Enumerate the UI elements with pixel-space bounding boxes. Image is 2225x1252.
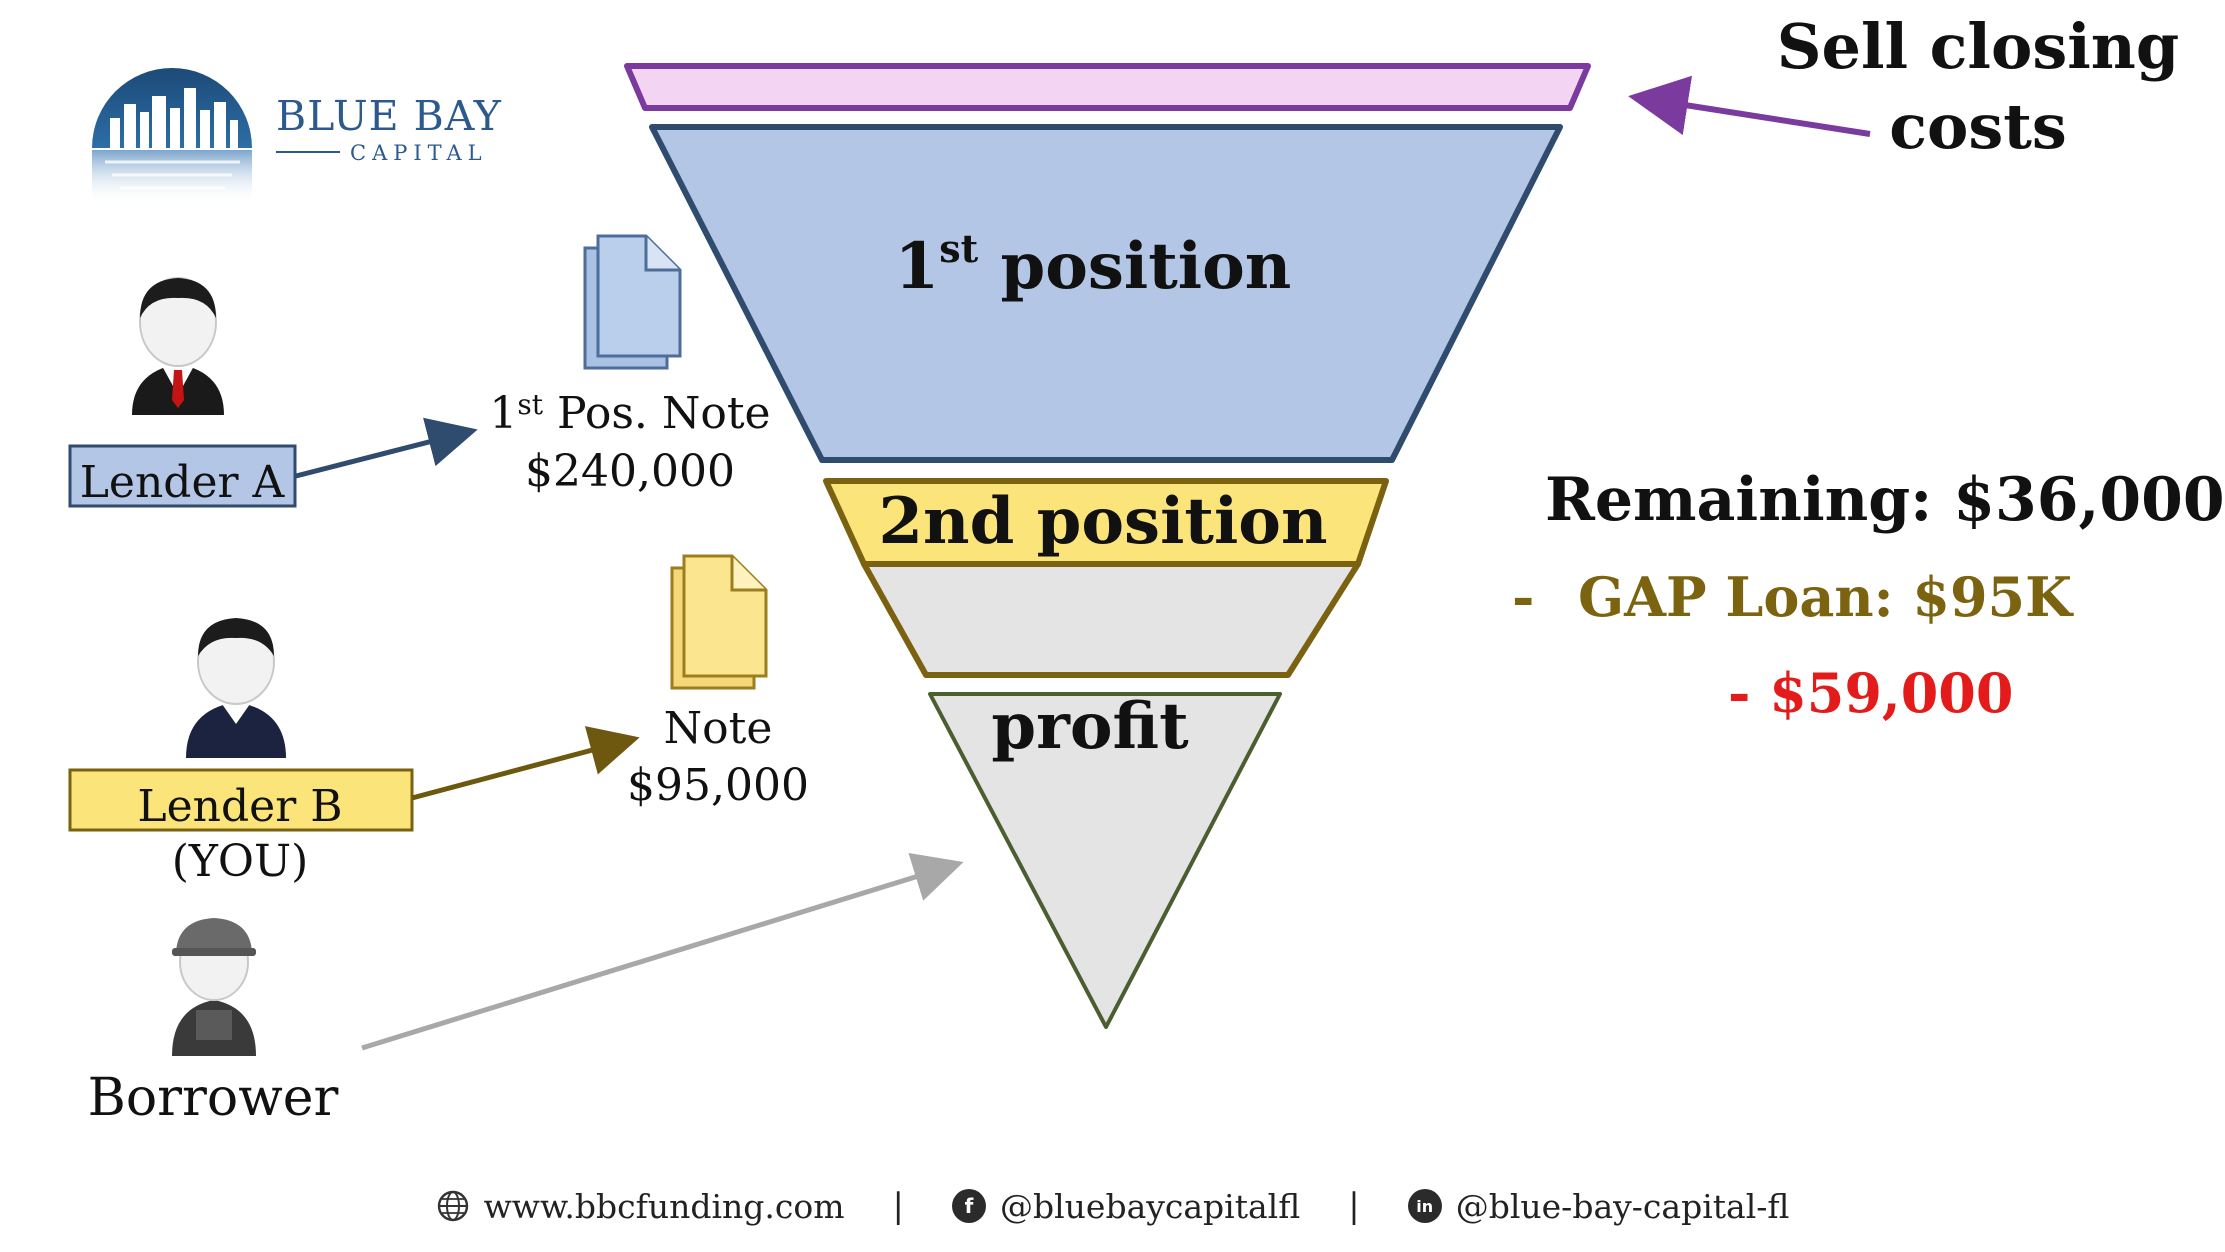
funnel: 1st position 2nd position profit xyxy=(624,63,1591,1029)
lender-a-label: Lender A xyxy=(80,457,286,508)
funnel-layer-1st-position xyxy=(649,124,1563,463)
lender-b-arrow xyxy=(411,726,640,801)
logo-subtitle: CAPITAL xyxy=(350,141,488,165)
first-note-title: 1st Pos. Note xyxy=(489,388,770,439)
funnel-layer-profit xyxy=(928,692,1282,1029)
globe-icon xyxy=(437,1190,468,1222)
funnel-layer-2nd-position-body xyxy=(861,561,1361,678)
lender-b-figure: Lender B (YOU) xyxy=(68,618,640,887)
borrower-label: Borrower xyxy=(88,1068,339,1128)
lender-b-sublabel: (YOU) xyxy=(172,836,309,887)
gap-loan: GAP Loan: $95K xyxy=(1578,565,2074,629)
second-note-amount: $95,000 xyxy=(627,760,809,811)
first-position-note: 1st Pos. Note $240,000 xyxy=(489,234,771,497)
closing-costs-callout: Sell closing costs xyxy=(1628,10,2179,163)
gap-dash: - xyxy=(1512,565,1534,629)
footer-website[interactable]: www.bbcfunding.com xyxy=(436,1187,845,1226)
lender-a-label-box xyxy=(68,444,297,508)
blue-document-icon xyxy=(583,234,682,370)
footer-linkedin-text: @blue-bay-capital-fl xyxy=(1455,1186,1790,1226)
net-result: - $59,000 xyxy=(1728,661,2013,725)
linkedin-icon: in xyxy=(1407,1189,1442,1223)
footer-linkedin[interactable]: in @blue-bay-capital-fl xyxy=(1407,1186,1790,1226)
lender-a-figure: Lender A xyxy=(68,277,478,508)
businessman-person-icon xyxy=(132,277,224,415)
footer-separator: | xyxy=(1348,1186,1360,1226)
funnel-top-band xyxy=(624,63,1591,111)
callout-line-2: costs xyxy=(1889,90,2067,163)
borrower-arrow xyxy=(361,852,964,1051)
footer: www.bbcfunding.com | f @bluebaycapitalfl… xyxy=(0,1176,2225,1236)
city-skyline-icon xyxy=(92,68,252,205)
calculation: Remaining: $36,000 - GAP Loan: $95K - $5… xyxy=(1512,465,2225,725)
facebook-icon: f xyxy=(952,1189,986,1223)
remaining-amount: Remaining: $36,000 xyxy=(1545,465,2225,535)
person-suit-icon xyxy=(186,618,286,758)
second-note-title: Note xyxy=(664,703,773,754)
borrower-figure: Borrower xyxy=(88,852,964,1128)
logo: BLUE BAY CAPITAL xyxy=(92,68,502,205)
yellow-document-icon xyxy=(670,554,768,690)
funnel-label-1st-position: 1st position xyxy=(895,226,1292,304)
lender-b-label-box xyxy=(68,768,414,832)
footer-facebook[interactable]: f @bluebaycapitalfl xyxy=(952,1187,1300,1226)
lender-b-label: Lender B xyxy=(137,781,342,832)
footer-separator: | xyxy=(892,1186,904,1226)
funnel-label-profit: profit xyxy=(991,689,1189,764)
callout-line-1: Sell closing xyxy=(1777,10,2179,83)
worker-hardhat-person-icon xyxy=(172,918,256,1056)
funnel-label-2nd-position: 2nd position xyxy=(879,484,1328,559)
first-note-amount: $240,000 xyxy=(525,446,735,497)
lender-a-arrow xyxy=(295,417,478,479)
second-position-note: Note $95,000 xyxy=(627,554,809,811)
logo-title: BLUE BAY xyxy=(276,92,502,140)
callout-arrow xyxy=(1628,75,1871,137)
footer-facebook-text: @bluebaycapitalfl xyxy=(1000,1186,1301,1226)
footer-website-text: www.bbcfunding.com xyxy=(483,1186,845,1226)
